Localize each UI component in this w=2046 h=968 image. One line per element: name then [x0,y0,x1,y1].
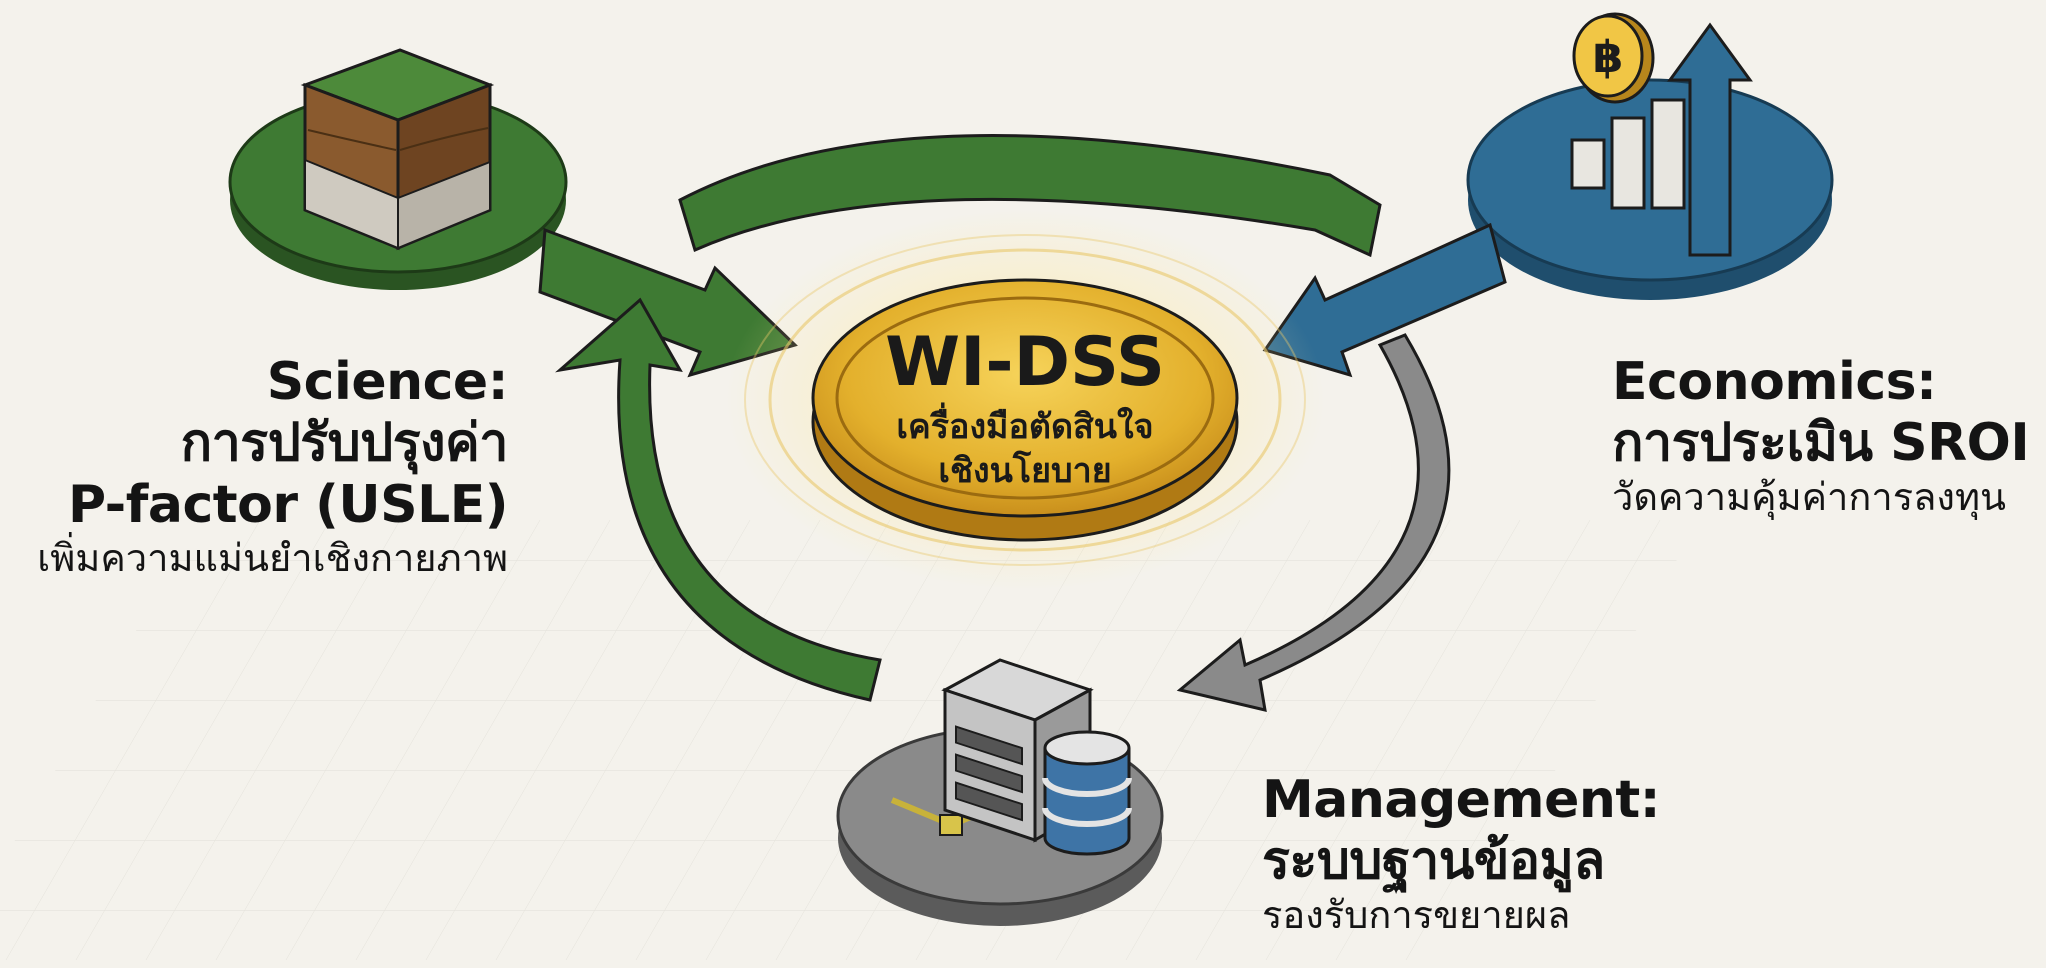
science-line3: เพิ่มความแม่นยำเชิงกายภาพ [37,536,508,581]
science-label: Science: การปรับปรุงค่า P-factor (USLE) … [37,352,508,581]
economics-label: Economics: การประเมิน SROI วัดความคุ้มค่… [1612,352,2030,520]
science-line2: P-factor (USLE) [67,474,509,535]
management-heading: Management: [1262,770,1661,830]
center-subtitle-line1: เครื่องมือตัดสินใจ [896,402,1153,447]
right-cycle-arrow [1176,333,1451,712]
management-line1: ระบบฐานข้อมูล [1262,831,1605,892]
center-title: WI-DSS [885,323,1165,402]
economics-line2: วัดความคุ้มค่าการลงทุน [1612,474,2007,519]
economics-heading: Economics: [1612,352,1937,412]
economics-platform [1466,78,1834,300]
soil-cube-icon [300,48,495,251]
baht-symbol: ฿ [1593,32,1624,83]
background-grid [0,520,1700,960]
management-line2: รองรับการขยายผล [1262,892,1571,937]
server-database-icon [890,658,1132,856]
top-cycle-arrow [678,134,1382,258]
economics-line1: การประเมิน SROI [1612,413,2030,474]
science-line1: การปรับปรุงค่า [180,413,509,474]
center-subtitle-line2: เชิงนโยบาย [938,450,1111,491]
management-label: Management: ระบบฐานข้อมูล รองรับการขยายผ… [1262,770,1661,938]
baht-growth-chart-icon: ฿ [1570,12,1753,257]
left-cycle-arrow [555,297,882,702]
center-coin [725,210,1325,590]
science-heading: Science: [266,352,509,412]
